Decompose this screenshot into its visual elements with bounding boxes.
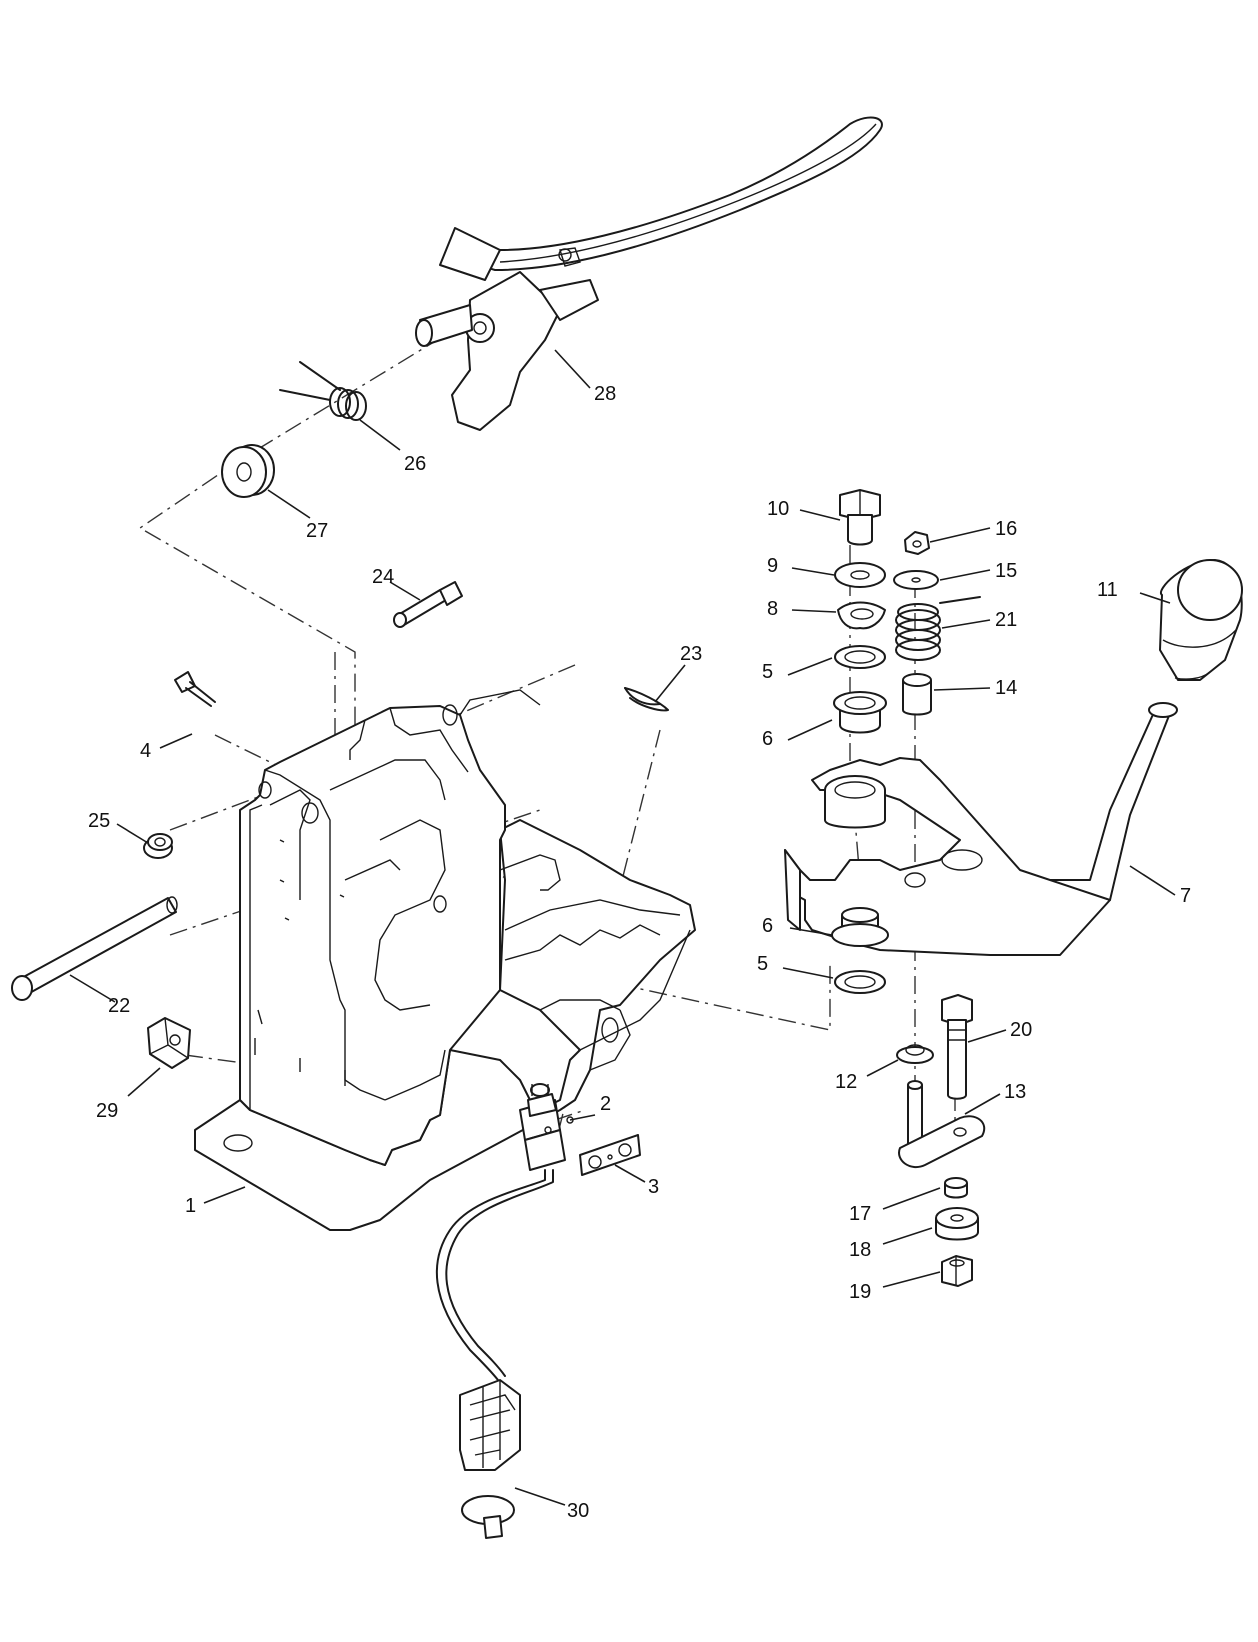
callout-c20: 20 [1010,1019,1032,1041]
callout-c28: 28 [594,383,616,405]
cable-tie-part [461,1495,515,1539]
hairpin-cotter-part [624,687,669,712]
spring-21-part [895,596,981,661]
shift-lever-part [784,702,1178,956]
callout-c27: 27 [306,520,328,542]
brake-lever-part [415,116,883,431]
callout-c7: 7 [1180,885,1191,907]
flange-bushing-12-part [896,1044,934,1064]
callout-c10: 10 [767,498,789,520]
hex-bolt-part [839,489,881,546]
callout-c29: 29 [96,1100,118,1122]
pivot-rod-part [11,896,178,1001]
callout-c12: 12 [835,1071,857,1093]
shoulder-bolt-part [393,581,463,628]
bushing-6-top-part [833,691,887,734]
bushing-6-bottom-part [831,907,889,947]
stud-20-part [941,994,973,1100]
callout-c17: 17 [849,1203,871,1225]
callout-c5b: 5 [757,953,768,975]
mounting-bracket-part [194,689,696,1231]
callout-c1: 1 [185,1195,196,1217]
spacer-part [221,444,275,498]
callout-c25: 25 [88,810,110,832]
callout-c6a: 6 [762,728,773,750]
callout-c21: 21 [995,609,1017,631]
square-nut-part [147,1017,191,1069]
callout-c24: 24 [372,566,394,588]
torsion-spring-part [279,361,367,421]
washer-9-part [834,562,886,588]
washer-5-top-part [834,645,886,669]
wave-washer-8-part [837,601,886,630]
nut-16-part [904,531,930,555]
callout-c11: 11 [1097,579,1118,601]
callout-c5a: 5 [762,661,773,683]
callout-c23: 23 [680,643,702,665]
callout-c13: 13 [1004,1081,1026,1103]
leader-lines [69,349,1176,1506]
callout-c4: 4 [140,740,151,762]
callout-c6b: 6 [762,915,773,937]
callout-c30: 30 [567,1500,589,1522]
link-arm-13-part [898,1080,986,1168]
callout-c26: 26 [404,453,426,475]
switch-plate-part [579,1134,641,1176]
callout-c18: 18 [849,1239,871,1261]
washer-15-part [893,570,939,590]
sleeve-14-part [902,673,932,716]
spacer-18-part [935,1207,979,1241]
callout-c8: 8 [767,598,778,620]
callout-c2: 2 [600,1093,611,1115]
callout-c15: 15 [995,560,1017,582]
knob-part [1159,559,1243,681]
washer-17-part [944,1177,968,1199]
callout-c14: 14 [995,677,1017,699]
callout-c19: 19 [849,1281,871,1303]
flange-nut-part [143,833,173,859]
nut-19-part [941,1255,973,1287]
connector-part [459,1379,521,1471]
callout-c3: 3 [648,1176,659,1198]
bolt-part [174,671,216,707]
callout-c9: 9 [767,555,778,577]
callout-c16: 16 [995,518,1017,540]
washer-5-bottom-part [834,970,886,994]
callout-c22: 22 [108,995,130,1017]
